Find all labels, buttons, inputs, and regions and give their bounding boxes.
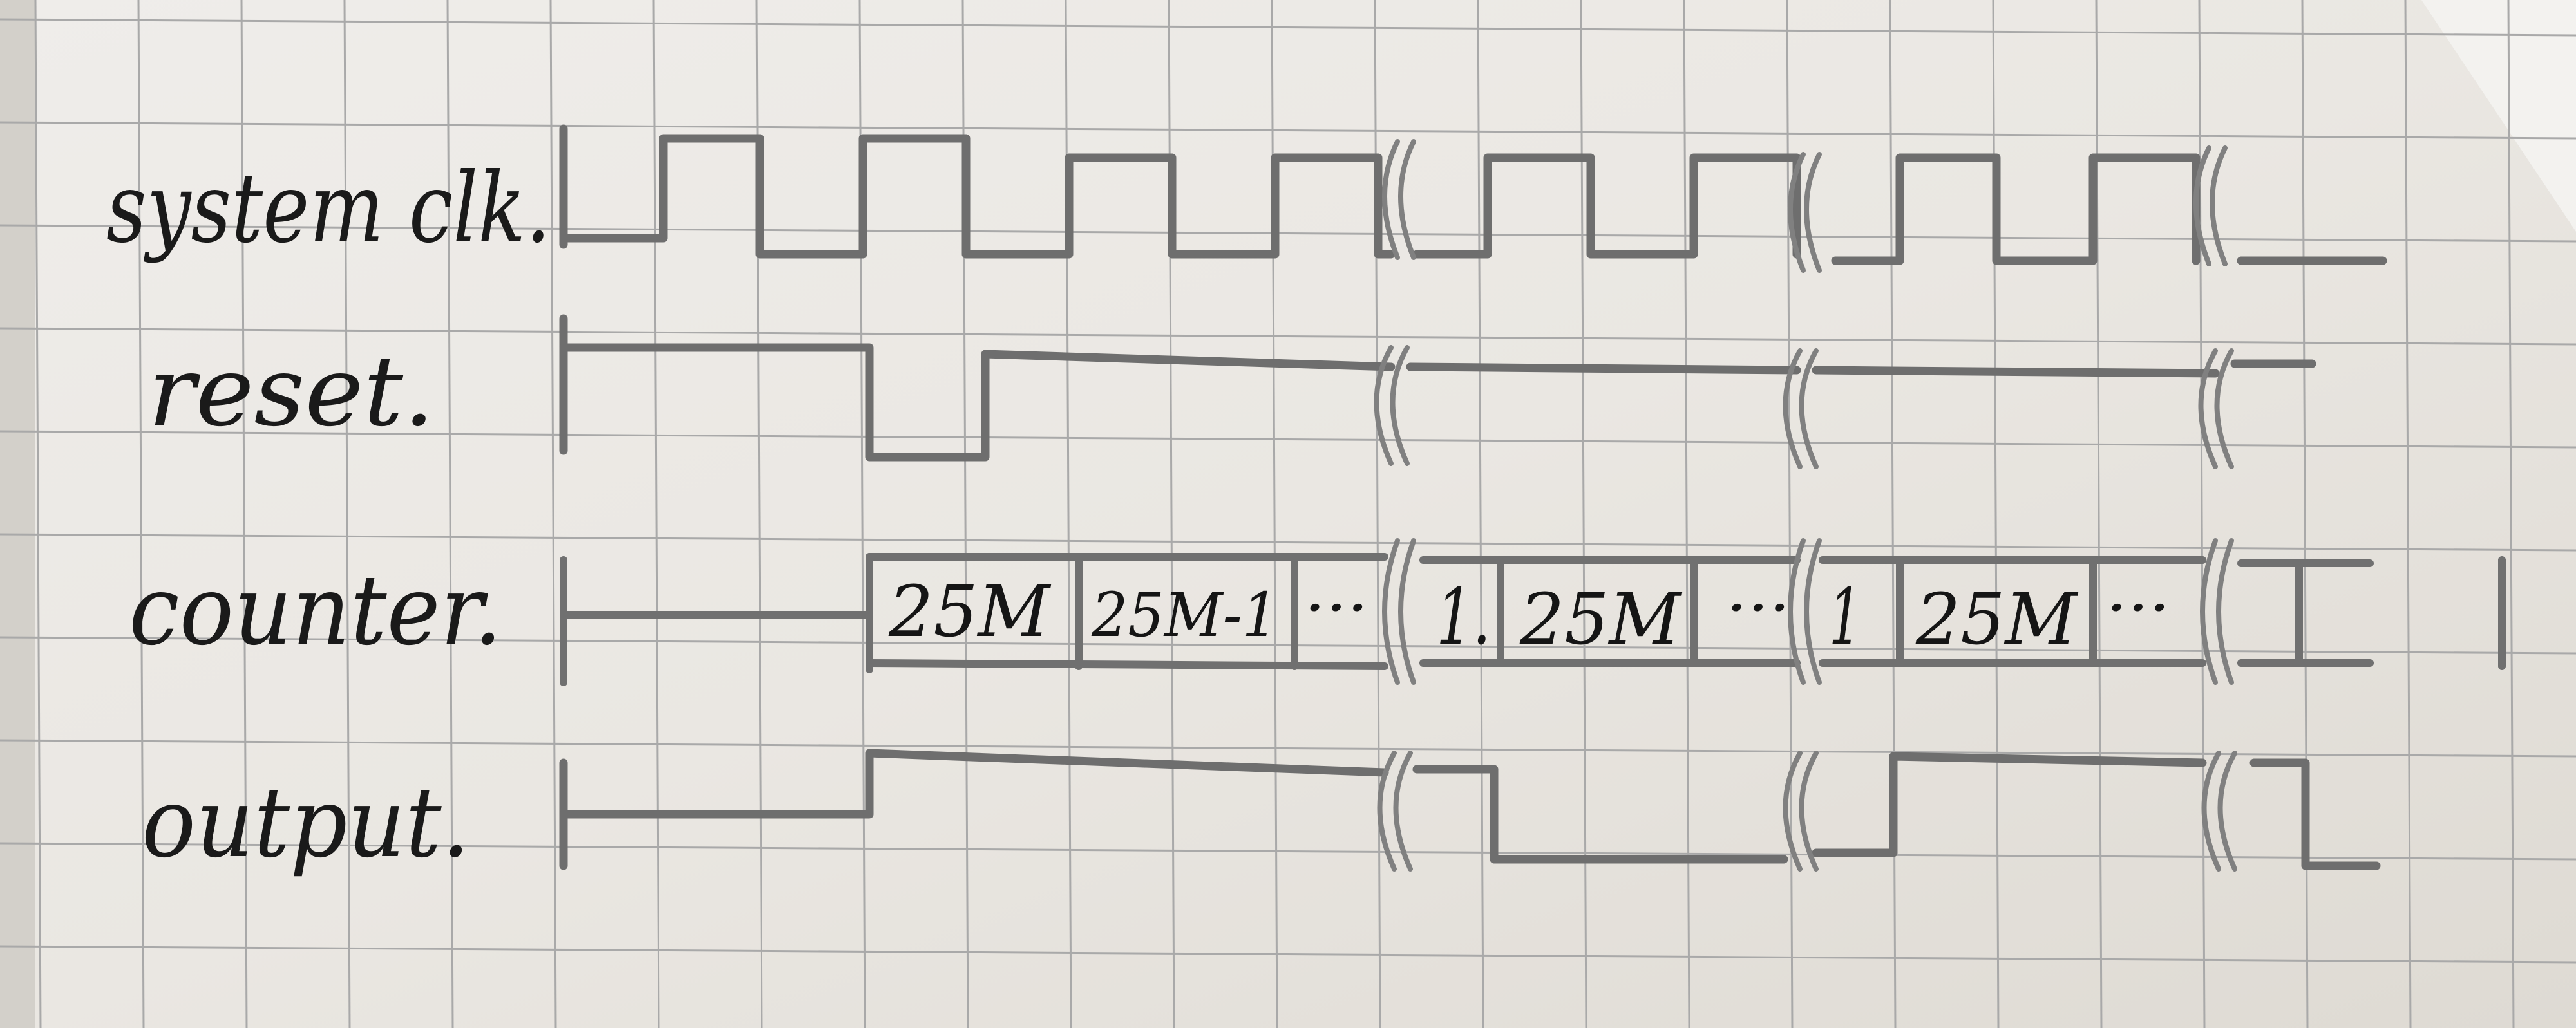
signal-label-clk: system clk. [106, 153, 551, 265]
break-reset-1 [1374, 345, 1410, 466]
counter-cell-1: 25M-1 [1091, 580, 1278, 651]
signal-label-output: output. [142, 767, 470, 879]
paper-corner-shadow [2421, 0, 2576, 232]
break-output-1 [1377, 751, 1413, 872]
grid-line-horizontal [0, 945, 2576, 964]
break-clk-3 [2193, 145, 2228, 266]
grid-line-vertical [240, 0, 248, 1028]
grid-line-vertical [34, 0, 42, 1028]
counter-cell-5: ··· [1726, 574, 1790, 642]
break-reset-3 [2198, 348, 2234, 469]
time-break-marks [1374, 139, 2237, 872]
break-clk-1 [1382, 139, 1416, 260]
counter-cell-0: 25M [888, 570, 1051, 653]
grid-line-vertical [137, 0, 145, 1028]
grid-line-vertical [446, 0, 454, 1028]
counter-cell-3: 1. [1436, 573, 1491, 662]
grid-line-horizontal [0, 224, 2576, 243]
break-output-3 [2201, 751, 2237, 872]
counter-cell-4: 25M [1519, 578, 1682, 660]
grid-line-horizontal [0, 533, 2576, 552]
counter-cell-2: ··· [1304, 574, 1368, 642]
break-clk-2 [1788, 152, 1822, 273]
signal-label-reset: reset. [148, 336, 435, 448]
grid-line-vertical [549, 0, 557, 1028]
paper-left-edge [0, 0, 35, 1028]
grid-line-vertical [1786, 0, 1794, 1028]
clk-waveform [559, 124, 2387, 265]
counter-cell-7: 25M [1915, 578, 2078, 660]
grid-line-horizontal [0, 739, 2576, 758]
grid-line-vertical [343, 0, 351, 1028]
break-reset-2 [1783, 348, 1819, 469]
reset-waveform [559, 314, 2316, 462]
grid-line-horizontal [0, 842, 2576, 861]
counter-cell-8: ··· [2106, 574, 2170, 642]
break-counter-2 [1788, 538, 1822, 685]
signal-labels: system clk. reset. counter. output. [106, 153, 551, 879]
grid-line-horizontal [0, 18, 2576, 37]
grid-line-horizontal [0, 636, 2576, 655]
grid-line-vertical [1477, 0, 1484, 1028]
counter-cell-6: 1 [1829, 573, 1861, 662]
grid-line-horizontal [0, 121, 2576, 140]
grid-line-horizontal [0, 327, 2576, 346]
grid-line-horizontal [0, 430, 2576, 449]
grid-line-vertical [652, 0, 660, 1028]
break-counter-3 [2200, 538, 2234, 685]
counter-bus [560, 553, 2506, 686]
break-output-2 [1783, 751, 1819, 872]
grid-line-vertical [2507, 0, 2515, 1028]
counter-values: 25M 25M-1 ··· 1. 25M ··· 1 25M ··· [888, 570, 2170, 662]
break-counter-1 [1382, 538, 1416, 685]
output-waveform [559, 749, 2381, 870]
grid-line-vertical [2404, 0, 2412, 1028]
signal-label-counter: counter. [129, 555, 502, 667]
